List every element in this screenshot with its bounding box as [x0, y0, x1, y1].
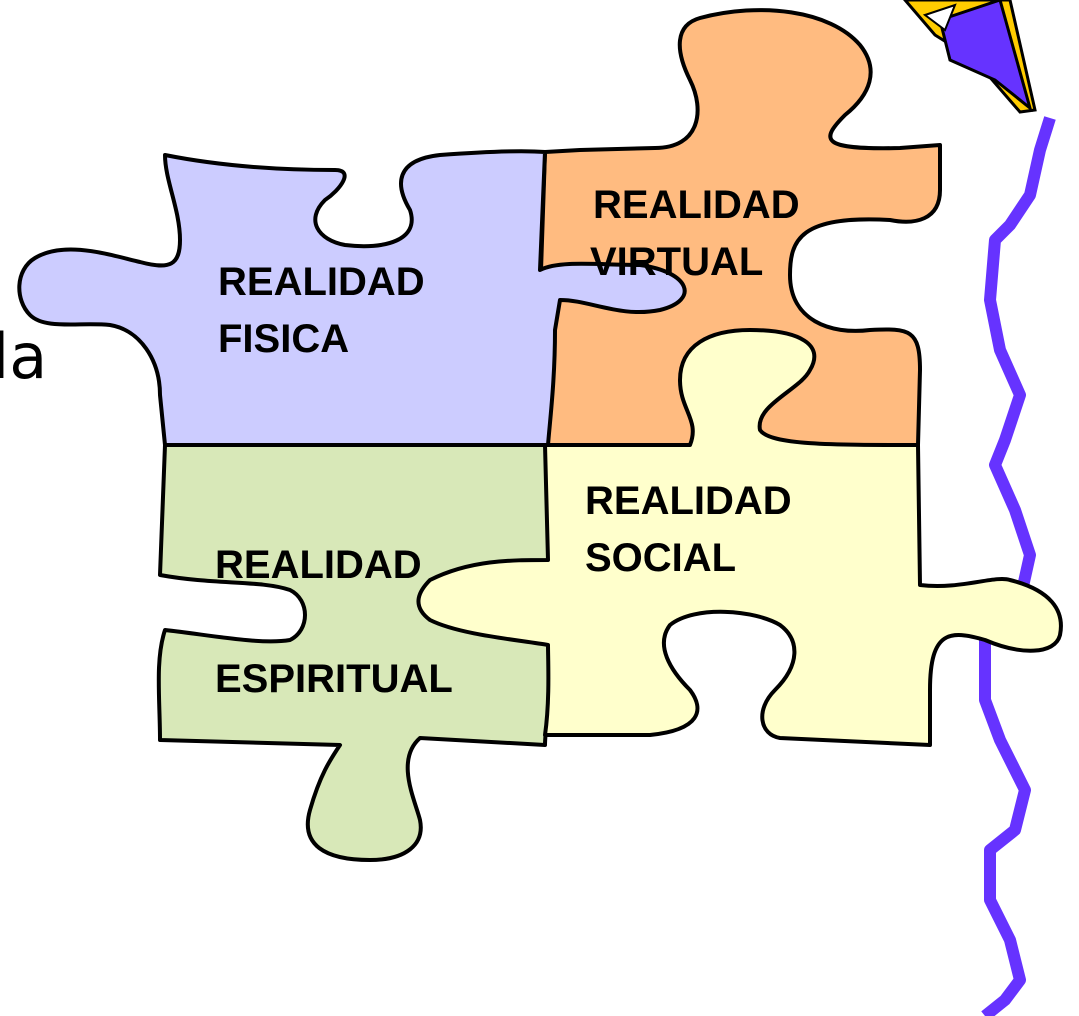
- pencil-icon: [903, 0, 1037, 114]
- social-label-line2: SOCIAL: [585, 536, 736, 580]
- fisica-label-line2: FISICA: [218, 317, 349, 361]
- label-realidad-fisica: REALIDAD FISICA: [218, 260, 425, 361]
- social-label-line1: REALIDAD: [585, 479, 792, 523]
- espiritual-label-line1: REALIDAD: [215, 543, 422, 587]
- label-realidad-virtual: REALIDAD VIRTUAL: [590, 183, 800, 284]
- label-realidad-social: REALIDAD SOCIAL: [585, 479, 792, 580]
- fisica-label-line1: REALIDAD: [218, 260, 425, 304]
- side-text: la: [0, 320, 47, 393]
- virtual-label-line2: VIRTUAL: [590, 240, 763, 284]
- piece-realidad-social: [416, 328, 1063, 747]
- piece-realidad-espiritual: [156, 443, 554, 862]
- piece-realidad-fisica: [17, 149, 687, 447]
- piece-realidad-virtual: [538, 8, 942, 447]
- squiggle-line: [979, 116, 1056, 1016]
- label-realidad-espiritual: REALIDAD ESPIRITUAL: [215, 543, 453, 701]
- espiritual-label-line2: ESPIRITUAL: [215, 657, 453, 701]
- virtual-label-line1: REALIDAD: [593, 183, 800, 227]
